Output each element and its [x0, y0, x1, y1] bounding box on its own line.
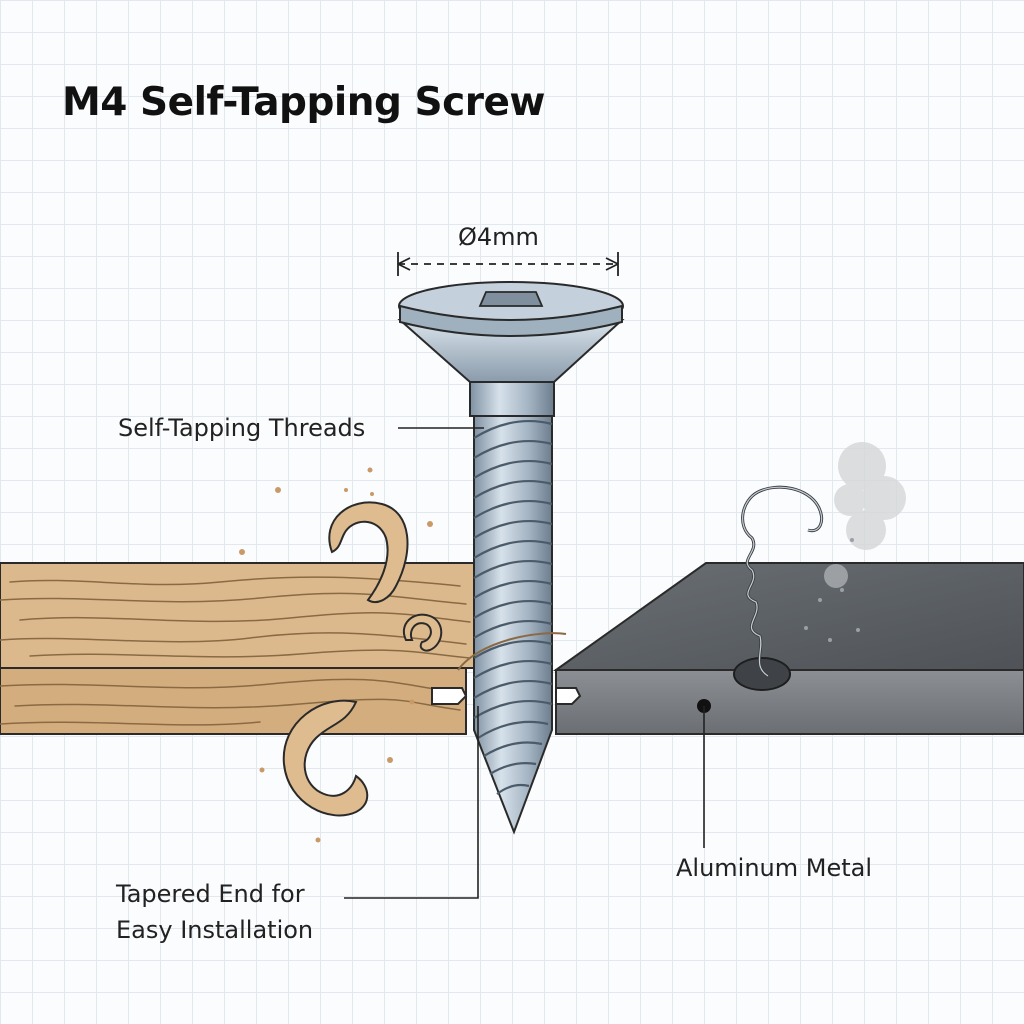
sawdust — [239, 467, 433, 843]
screw — [397, 281, 625, 835]
diagram-title: M4 Self-Tapping Screw — [62, 80, 545, 125]
diameter-label: Ø4mm — [458, 223, 539, 251]
wood-fibre — [457, 632, 567, 671]
aluminum-plate — [552, 562, 1024, 735]
wood-shavings — [282, 501, 443, 817]
tapered-end-label-line2: Easy Installation — [116, 916, 314, 944]
leader-lines — [344, 427, 705, 899]
aluminum-label: Aluminum Metal — [676, 854, 873, 882]
metal-dust — [804, 538, 860, 642]
smoke — [824, 442, 906, 588]
screw-thread — [473, 419, 553, 795]
screw-shank — [469, 379, 555, 417]
threads-label: Self-Tapping Threads — [118, 414, 366, 442]
wood-board — [0, 562, 475, 735]
wood-grain — [0, 576, 471, 726]
diameter-dimension — [397, 252, 619, 276]
tapered-end-label-line1: Tapered End for — [116, 880, 305, 908]
screw-slot — [478, 291, 544, 307]
